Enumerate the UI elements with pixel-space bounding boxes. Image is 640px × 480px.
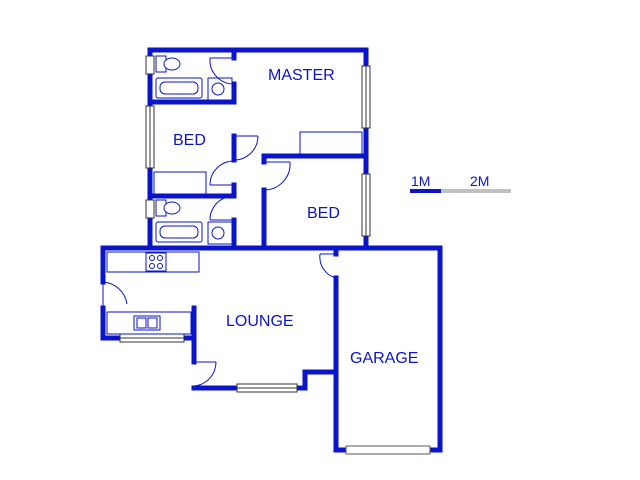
room-label-bed2: BED [307,205,340,222]
bathtub-2 [155,221,203,243]
windows [119,55,431,455]
scale-bar: 1M 2M [410,173,511,193]
scale-label-1m: 1M [411,173,430,189]
door-bath2 [209,195,235,221]
window-bath2 [145,199,155,219]
sink-icon [133,315,161,331]
scale-label-2m: 2M [470,173,489,189]
kitchen-counter-top [106,251,200,273]
garage-door [345,445,431,455]
doors [102,57,337,387]
kitchen-counter-bottom [106,311,192,335]
door-kitchen [102,281,128,308]
basin-1 [207,77,233,101]
fixtures [106,55,363,335]
room-label-bed1: BED [173,132,206,149]
room-labels: MASTER BED BED LOUNGE GARAGE [173,67,418,367]
bathtub-1 [155,77,203,99]
room-label-garage: GARAGE [350,350,418,367]
door-front [193,361,217,387]
door-garage [319,253,337,279]
door-bedroom-hall [209,160,235,186]
door-bath1 [209,57,235,85]
wardrobe-bed1 [153,171,207,195]
stove-icon [145,252,167,272]
basin-2 [207,221,233,245]
door-bed1 [233,135,259,161]
room-label-master: MASTER [268,67,335,84]
door-bed2 [263,161,291,191]
room-label-lounge: LOUNGE [226,313,294,330]
window-bath1 [145,55,155,75]
wardrobe-master [299,131,363,155]
